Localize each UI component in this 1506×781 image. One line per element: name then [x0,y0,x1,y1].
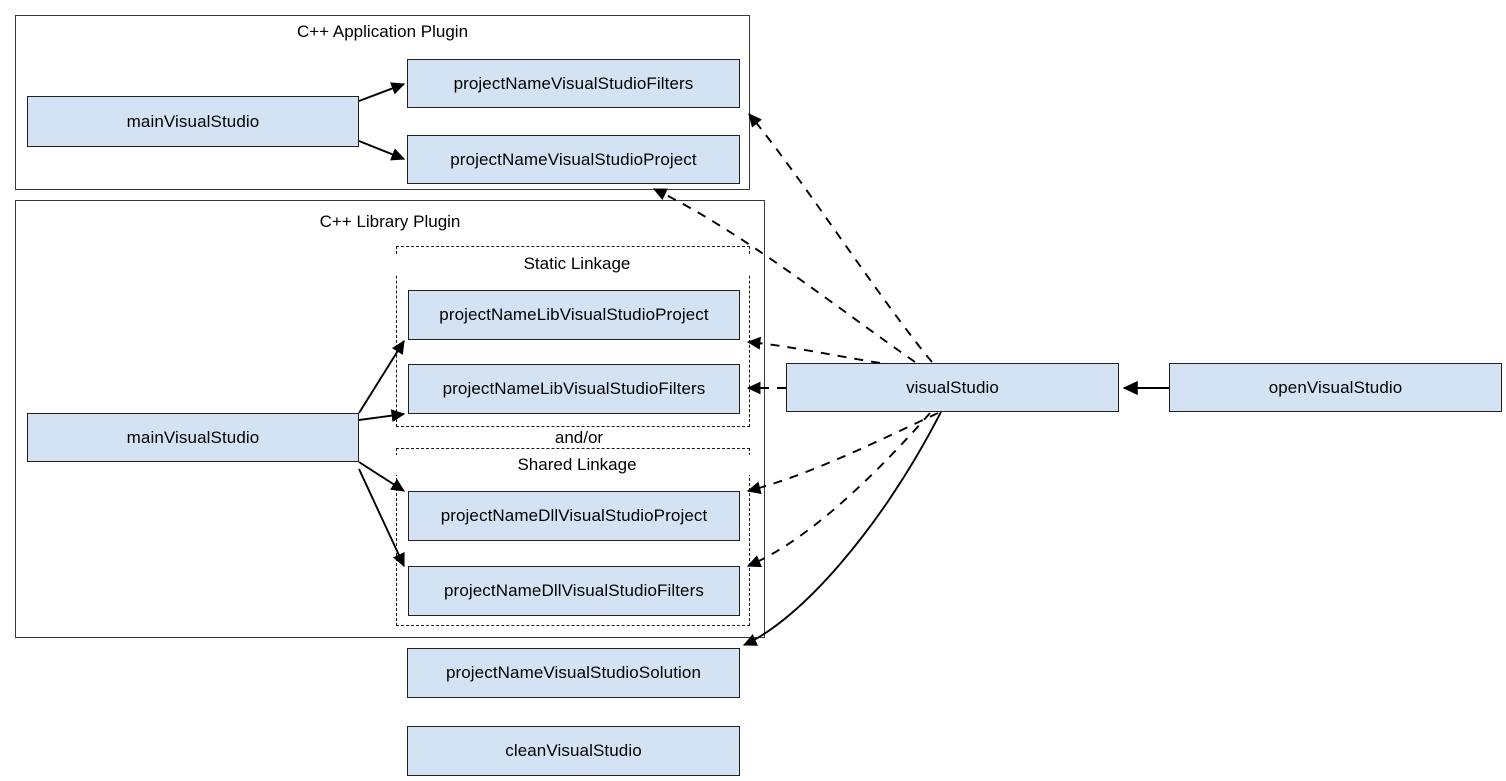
node-label: mainVisualStudio [126,111,260,131]
node-label: projectNameVisualStudioFilters [453,73,694,93]
node-label: cleanVisualStudio [505,741,642,760]
node-visual-studio[interactable]: visualStudio [786,363,1119,412]
group-static-linkage-title: Static Linkage [396,254,758,274]
edge-visualstudio-to-app-filters [748,113,933,363]
node-label: visualStudio [906,377,999,397]
node-label: projectNameVisualStudioProject [450,149,697,169]
node-label: projectNameVisualStudioSolution [445,663,702,682]
node-project-name-dll-visual-studio-project[interactable]: projectNameDllVisualStudioProject [408,491,740,541]
node-label: projectNameDllVisualStudioFilters [444,581,704,600]
node-label: mainVisualStudio [126,427,260,447]
edge-visualstudio-to-dll-project [746,412,939,495]
node-main-visual-studio-app[interactable]: mainVisualStudio [27,96,359,147]
node-project-name-visual-studio-project[interactable]: projectNameVisualStudioProject [407,135,740,184]
panel-cpp-library-plugin-title: C++ Library Plugin [319,212,461,231]
panel-cpp-application-plugin-title: C++ Application Plugin [296,22,469,41]
edge-visualstudio-to-solution [742,411,942,646]
node-label: projectNameLibVisualStudioFilters [442,379,706,398]
edge-visualstudio-to-dll-filters [746,412,931,568]
node-label: openVisualStudio [1268,377,1403,397]
node-project-name-visual-studio-filters[interactable]: projectNameVisualStudioFilters [407,59,740,108]
node-project-name-visual-studio-solution[interactable]: projectNameVisualStudioSolution [407,648,740,698]
node-label: projectNameLibVisualStudioProject [439,305,709,324]
node-clean-visual-studio[interactable]: cleanVisualStudio [407,726,740,776]
and-or-label: and/or [396,428,762,448]
node-project-name-lib-visual-studio-filters[interactable]: projectNameLibVisualStudioFilters [408,364,740,414]
node-label: projectNameDllVisualStudioProject [440,506,708,525]
edge-visualstudio-to-static-project [746,336,881,364]
group-shared-linkage-title: Shared Linkage [396,455,758,475]
panel-cpp-application-plugin [15,15,750,190]
node-main-visual-studio-lib[interactable]: mainVisualStudio [27,413,359,462]
node-open-visual-studio[interactable]: openVisualStudio [1169,363,1502,412]
node-project-name-lib-visual-studio-project[interactable]: projectNameLibVisualStudioProject [408,290,740,340]
node-project-name-dll-visual-studio-filters[interactable]: projectNameDllVisualStudioFilters [408,566,740,616]
